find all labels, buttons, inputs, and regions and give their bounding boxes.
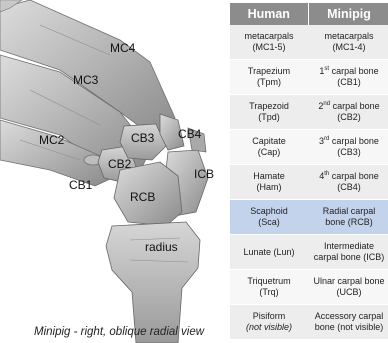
human-cell: Triquetrum(Trq) bbox=[230, 270, 308, 305]
human-cell: Hamate(Ham) bbox=[230, 165, 308, 200]
label-cb4: CB4 bbox=[178, 127, 201, 141]
human-cell: Pisiform(not visible) bbox=[230, 305, 308, 340]
table-row: Trapezium(Tpm) 1st carpal bone(CB1) bbox=[230, 60, 388, 95]
table-header-row: Human Minipig bbox=[230, 3, 388, 25]
minipig-cell: 4th carpal bone(CB4) bbox=[308, 165, 388, 200]
nomenclature-table-panel: Human Minipig metacarpals(MC1-5) metacar… bbox=[230, 3, 388, 343]
table-row: Hamate(Ham) 4th carpal bone(CB4) bbox=[230, 165, 388, 200]
bone-illustration: MC4 MC3 MC2 CB4 CB3 CB2 CB1 ICB RCB radi… bbox=[0, 0, 232, 343]
table-row: Trapezoid(Tpd) 2nd carpal bone(CB2) bbox=[230, 95, 388, 130]
label-cb2: CB2 bbox=[108, 157, 131, 171]
human-cell: metacarpals(MC1-5) bbox=[230, 25, 308, 60]
nomenclature-table: Human Minipig metacarpals(MC1-5) metacar… bbox=[230, 3, 388, 340]
label-cb1: CB1 bbox=[69, 178, 92, 192]
human-cell: Capitate(Cap) bbox=[230, 130, 308, 165]
minipig-cell: Ulnar carpal bone(UCB) bbox=[308, 270, 388, 305]
label-mc4: MC4 bbox=[110, 41, 135, 55]
human-cell: Trapezium(Tpm) bbox=[230, 60, 308, 95]
figure-caption: Minipig - right, oblique radial view bbox=[34, 326, 204, 338]
minipig-cell: 2nd carpal bone(CB2) bbox=[308, 95, 388, 130]
header-minipig: Minipig bbox=[308, 3, 388, 25]
label-mc3: MC3 bbox=[73, 73, 98, 87]
minipig-cell: 3rd carpal bone(CB3) bbox=[308, 130, 388, 165]
table-row: Triquetrum(Trq) Ulnar carpal bone(UCB) bbox=[230, 270, 388, 305]
label-radius: radius bbox=[145, 240, 178, 254]
label-rcb: RCB bbox=[130, 190, 155, 204]
label-icb: ICB bbox=[194, 167, 214, 181]
table-row: metacarpals(MC1-5) metacarpals(MC1-4) bbox=[230, 25, 388, 60]
human-cell: Trapezoid(Tpd) bbox=[230, 95, 308, 130]
label-mc2: MC2 bbox=[39, 133, 64, 147]
human-cell: Lunate (Lun) bbox=[230, 235, 308, 270]
minipig-cell: metacarpals(MC1-4) bbox=[308, 25, 388, 60]
minipig-cell: 1st carpal bone(CB1) bbox=[308, 60, 388, 95]
label-cb3: CB3 bbox=[131, 131, 154, 145]
human-cell: Scaphoid(Sca) bbox=[230, 200, 308, 235]
header-human: Human bbox=[230, 3, 308, 25]
table-row: Capitate(Cap) 3rd carpal bone(CB3) bbox=[230, 130, 388, 165]
